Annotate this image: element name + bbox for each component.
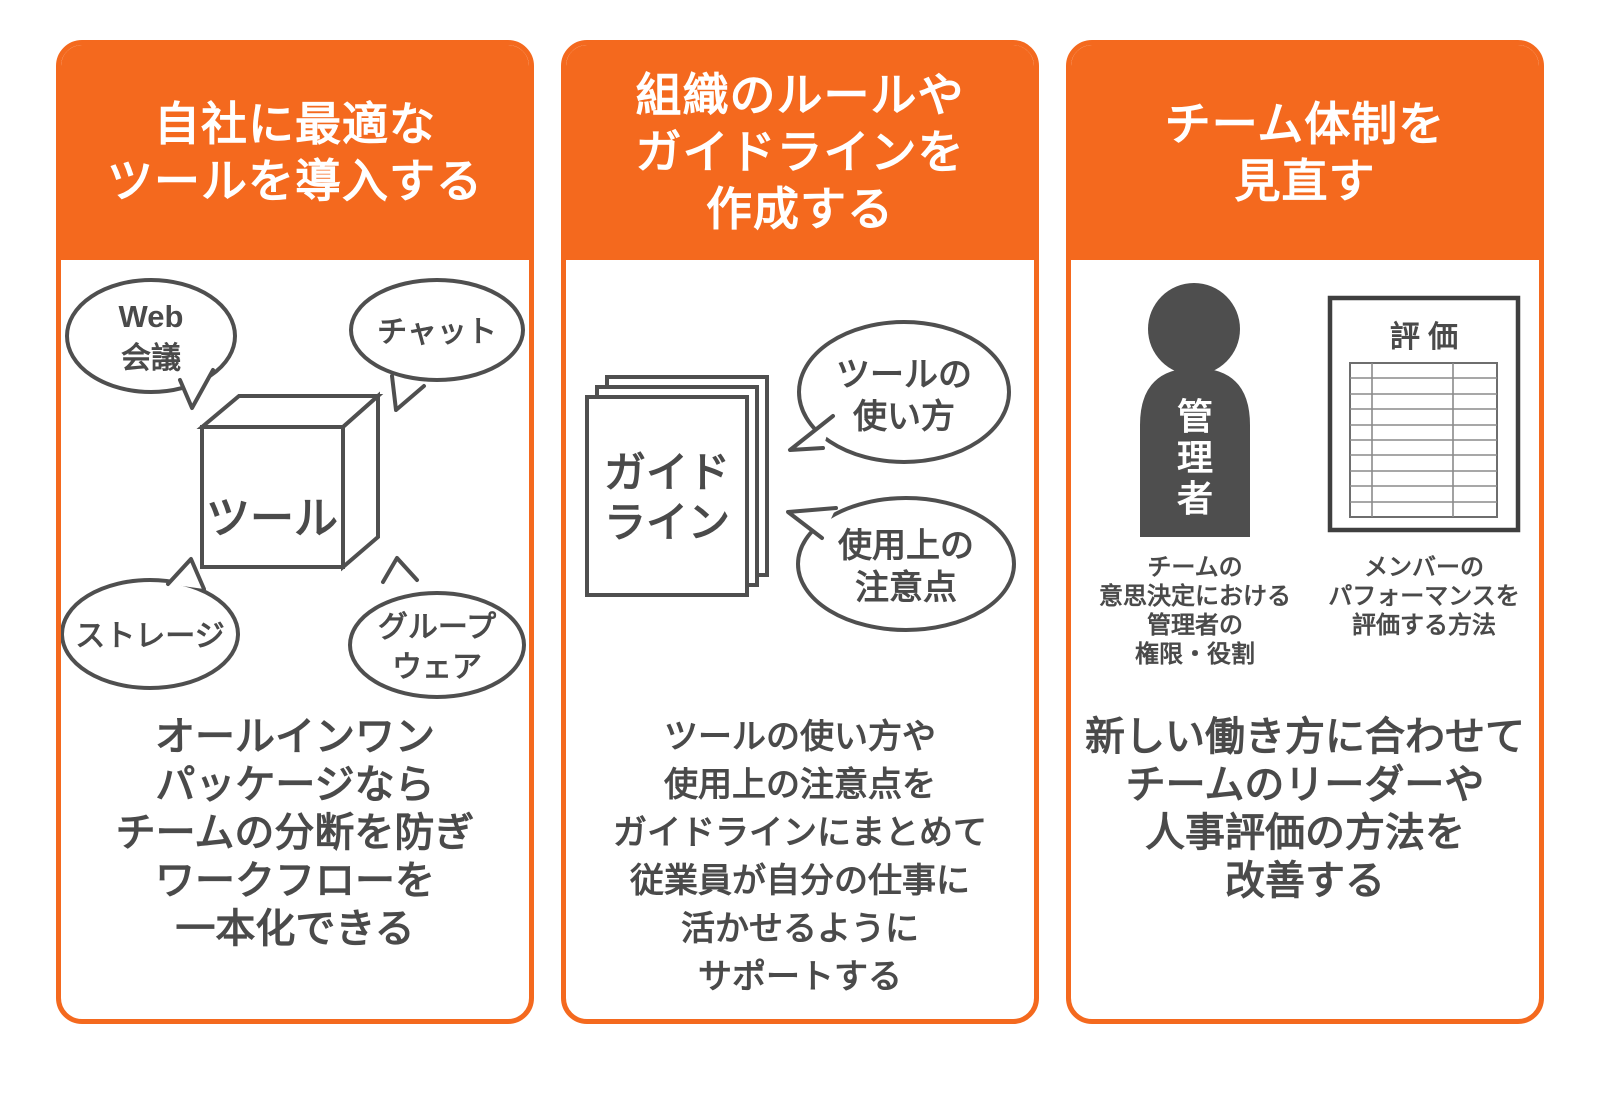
bubble-tail	[168, 559, 204, 589]
bubble-label: ツールの	[836, 356, 972, 394]
bubble-label: 会議	[121, 342, 181, 375]
bubble-label: ウェア	[392, 651, 482, 684]
bubble-label: グループ	[378, 611, 497, 644]
card-tools-title: 自社に最適な ツールを導入する	[107, 96, 483, 210]
caption-line: メンバーの	[1364, 554, 1484, 581]
bubble-label: 使い方	[852, 398, 955, 436]
document-label: ライン	[604, 499, 730, 546]
title-line: 作成する	[706, 183, 894, 235]
title-line: 見直す	[1234, 154, 1376, 207]
usage-caution-bubble: 使用上の 注意点	[786, 496, 1016, 632]
speech-bubble	[65, 278, 237, 394]
bubble-tail	[392, 376, 424, 410]
manager-body	[1140, 368, 1250, 537]
guidelines-diagram: ガイド ライン ツールの 使い方 使用上の 注意点	[585, 320, 1016, 632]
caption-line: 管理者の	[1147, 612, 1243, 639]
document-label: ガイド	[604, 449, 730, 496]
title-line: 自社に最適な	[154, 97, 436, 150]
manager-label-char: 管	[1177, 396, 1213, 437]
description-line: ツールの使い方や	[664, 718, 936, 756]
card-guidelines-description: ツールの使い方や 使用上の注意点を ガイドラインにまとめて 従業員が自分の仕事に…	[566, 713, 1034, 1001]
manager-label-char: 理	[1177, 437, 1213, 478]
card-team-description: 新しい働き方に合わせて チームのリーダーや 人事評価の方法を 改善する	[1071, 713, 1539, 905]
web-meeting-bubble: Web 会議	[65, 278, 237, 410]
title-line: ガイドラインを	[635, 126, 965, 178]
bubble-tail-outline	[390, 374, 426, 412]
description-line: 活かせるように	[681, 910, 919, 948]
caption-line: 評価する方法	[1352, 612, 1496, 639]
bubble-tail	[788, 508, 836, 538]
card-team-header: チーム体制を 見直す	[1071, 45, 1539, 260]
card-guidelines-title: 組織のルールや ガイドラインを 作成する	[636, 67, 965, 238]
speech-bubble	[797, 320, 1011, 464]
bubble-label: Web	[119, 299, 184, 334]
description-line: オールインワン	[155, 715, 435, 759]
description-line: 一本化できる	[175, 907, 415, 951]
card-tools: 自社に最適な ツールを導入する Web 会議 チャット ストレージ	[56, 40, 534, 1024]
title-line: 組織のルールや	[635, 69, 965, 121]
caption-line: 権限・役割	[1135, 641, 1255, 668]
title-line: ツールを導入する	[107, 154, 483, 207]
speech-bubble	[348, 591, 526, 699]
guideline-document-icon: ガイド ライン	[585, 375, 769, 597]
tool-usage-bubble: ツールの 使い方	[788, 320, 1011, 464]
description-line: ワークフローを	[155, 859, 435, 903]
card-team: チーム体制を 見直す 管 理 者 評 価	[1066, 40, 1544, 1024]
description-line: チームのリーダーや	[1125, 763, 1485, 807]
card-guidelines-header: 組織のルールや ガイドラインを 作成する	[566, 45, 1034, 260]
description-line: 新しい働き方に合わせて	[1085, 715, 1525, 759]
description-line: 使用上の注意点を	[664, 766, 936, 804]
bubble-tail-outline	[166, 557, 206, 591]
manager-caption: チームの 意思決定における 管理者の 権限・役割	[1071, 553, 1319, 669]
card-tools-description: オールインワン パッケージなら チームの分断を防ぎ ワークフローを 一本化できる	[61, 713, 529, 953]
card-guidelines: 組織のルールや ガイドラインを 作成する ガイド ライン ツールの 使い方 使用…	[561, 40, 1039, 1024]
title-line: チーム体制を	[1164, 97, 1446, 150]
card-team-title: チーム体制を 見直す	[1165, 96, 1446, 210]
speech-bubble	[349, 278, 525, 382]
bubble-tail-outline	[381, 556, 419, 584]
sheet-grid	[1349, 362, 1498, 518]
description-line: パッケージなら	[155, 763, 435, 807]
caption-line: 意思決定における	[1099, 583, 1291, 610]
description-line: チームの分断を防ぎ	[115, 811, 475, 855]
description-line: 改善する	[1225, 859, 1385, 903]
sheet-title: 評 価	[1390, 320, 1458, 354]
sheet-outline	[1327, 295, 1521, 533]
description-line: 従業員が自分の仕事に	[630, 862, 970, 900]
bubble-tail-outline	[788, 414, 835, 452]
groupware-bubble: グループ ウェア	[348, 556, 526, 699]
storage-bubble: ストレージ	[61, 557, 240, 690]
chat-bubble: チャット	[349, 278, 525, 412]
tools-diagram: Web 会議 チャット ストレージ グループ ウェア	[61, 278, 526, 699]
speech-bubble	[61, 578, 240, 690]
team-diagram: 管 理 者 評 価	[1140, 283, 1521, 537]
description-line: 人事評価の方法を	[1145, 811, 1465, 855]
caption-line: パフォーマンスを	[1328, 583, 1520, 610]
bubble-label: チャット	[377, 316, 497, 349]
bubble-label: 使用上の	[837, 527, 974, 565]
document-page-front	[585, 395, 749, 597]
speech-bubble	[796, 496, 1016, 632]
tool-cube: ツール	[196, 391, 384, 572]
manager-head	[1148, 283, 1240, 375]
caption-line: チームの	[1147, 554, 1243, 581]
bubble-label: ストレージ	[75, 620, 224, 653]
description-line: ガイドラインにまとめて	[613, 814, 987, 852]
cube-label: ツール	[206, 494, 338, 543]
bubble-label: 注意点	[855, 569, 957, 607]
cube-front-face	[200, 425, 345, 569]
manager-label-char: 者	[1177, 478, 1213, 519]
cube-side-face	[341, 391, 380, 572]
bubble-tail	[383, 558, 417, 582]
bubble-tail-outline	[178, 368, 215, 410]
card-tools-header: 自社に最適な ツールを導入する	[61, 45, 529, 260]
evaluation-caption: メンバーの パフォーマンスを 評価する方法	[1294, 553, 1539, 640]
evaluation-sheet-icon: 評 価	[1327, 295, 1521, 533]
manager-icon: 管 理 者	[1140, 283, 1250, 537]
description-line: サポートする	[698, 958, 902, 996]
bubble-tail-outline	[786, 506, 838, 540]
